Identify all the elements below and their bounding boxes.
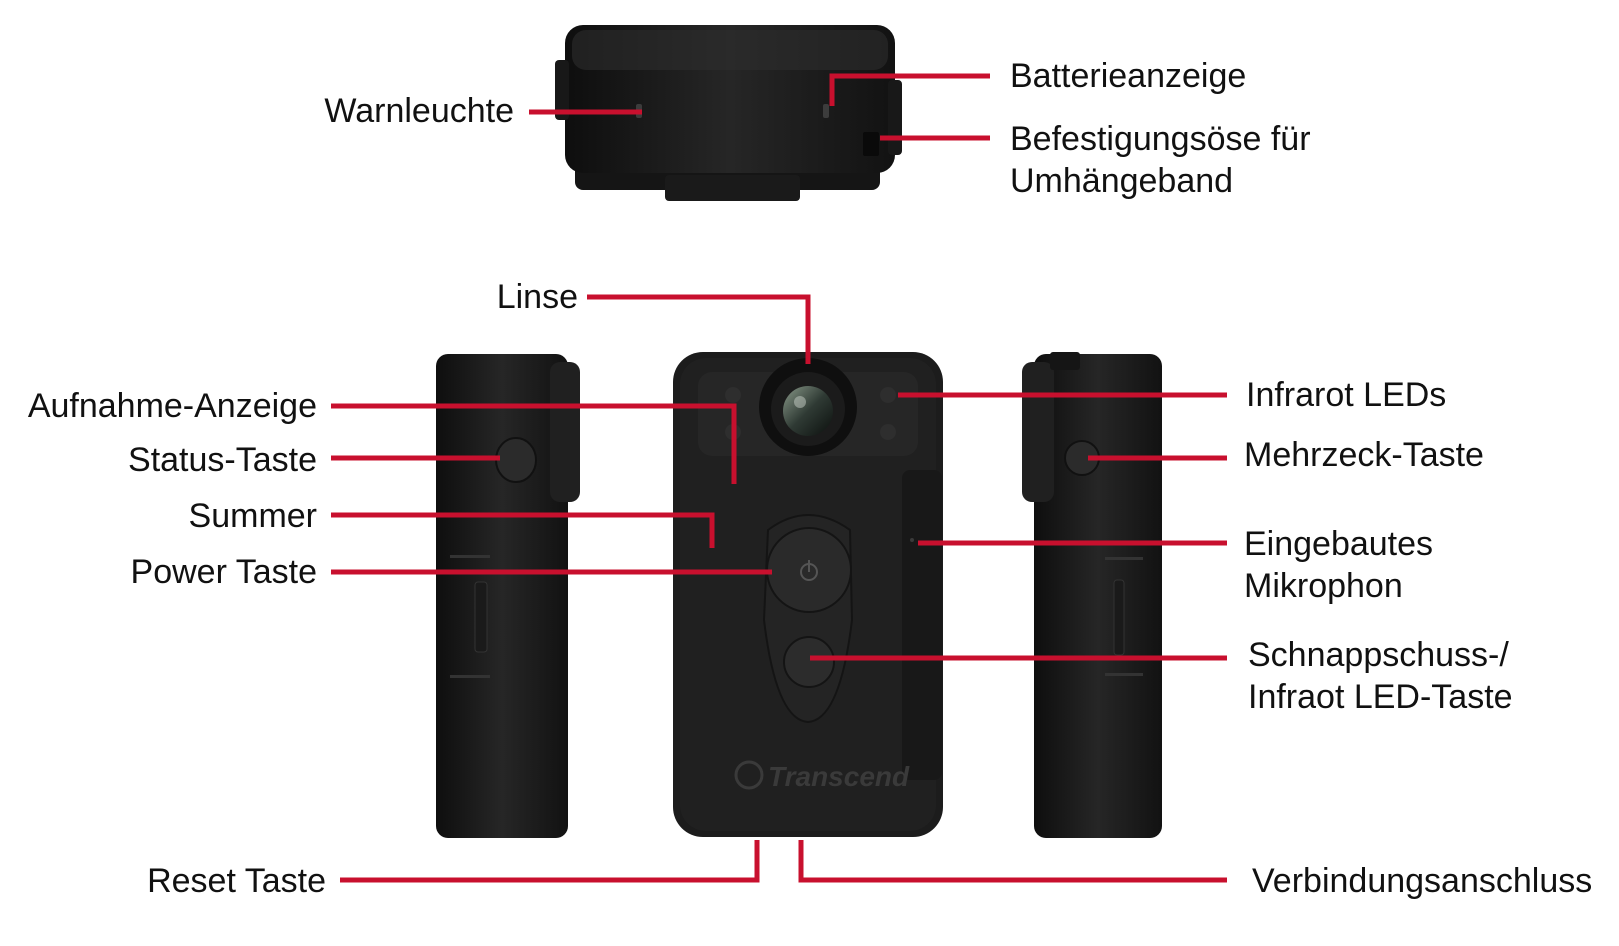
ir-led xyxy=(880,424,896,440)
leader-aufnahme-anzeige xyxy=(331,403,737,484)
label-warnleuchte: Warnleuchte xyxy=(324,92,514,130)
label-batterieanzeige: Batterieanzeige xyxy=(1010,57,1247,95)
status-button xyxy=(495,437,537,483)
label-verbindungsanschluss: Verbindungsanschluss xyxy=(1252,862,1593,900)
camera-front-view: Transcend xyxy=(673,352,943,837)
snapshot-button xyxy=(783,636,835,688)
leader-summer xyxy=(331,512,715,548)
leader-linse xyxy=(587,294,811,364)
brand-wordmark: Transcend xyxy=(768,761,910,792)
label-linse: Linse xyxy=(496,278,578,316)
leader-lines xyxy=(331,73,1227,883)
ir-led xyxy=(725,387,741,403)
leader-verbindungsanschluss xyxy=(798,840,1227,883)
lanyard-eyelet xyxy=(863,132,879,156)
leader-reset-taste xyxy=(340,840,760,883)
label-status-taste: Status-Taste xyxy=(128,441,317,479)
label-reset-taste: Reset Taste xyxy=(147,862,326,900)
camera-right-side-view xyxy=(1022,352,1162,838)
camera-top-view xyxy=(555,25,902,201)
label-mehrzeck-taste: Mehrzeck-Taste xyxy=(1244,436,1484,474)
label-mikrophon-line1: Eingebautes xyxy=(1244,525,1434,563)
leader-batterieanzeige xyxy=(829,73,990,106)
label-mikrophon-line2: Mikrophon xyxy=(1244,567,1403,605)
label-befestigungsoese-line2: Umhängeband xyxy=(1010,162,1234,200)
label-summer: Summer xyxy=(188,497,317,535)
battery-indicator xyxy=(823,104,829,118)
label-befestigungsoese-line1: Befestigungsöse für xyxy=(1010,120,1311,158)
label-schnappschuss-line1: Schnappschuss-/ xyxy=(1248,636,1509,674)
transcend-logo-icon xyxy=(734,760,764,790)
camera-left-side-view xyxy=(436,354,580,838)
label-aufnahme-anzeige: Aufnahme-Anzeige xyxy=(27,387,317,425)
ir-led xyxy=(880,387,896,403)
label-power-taste: Power Taste xyxy=(130,553,317,591)
label-schnappschuss-line2: Infraot LED-Taste xyxy=(1248,678,1513,716)
label-infrarot-leds: Infrarot LEDs xyxy=(1246,376,1447,414)
microphone-hole xyxy=(910,538,914,542)
